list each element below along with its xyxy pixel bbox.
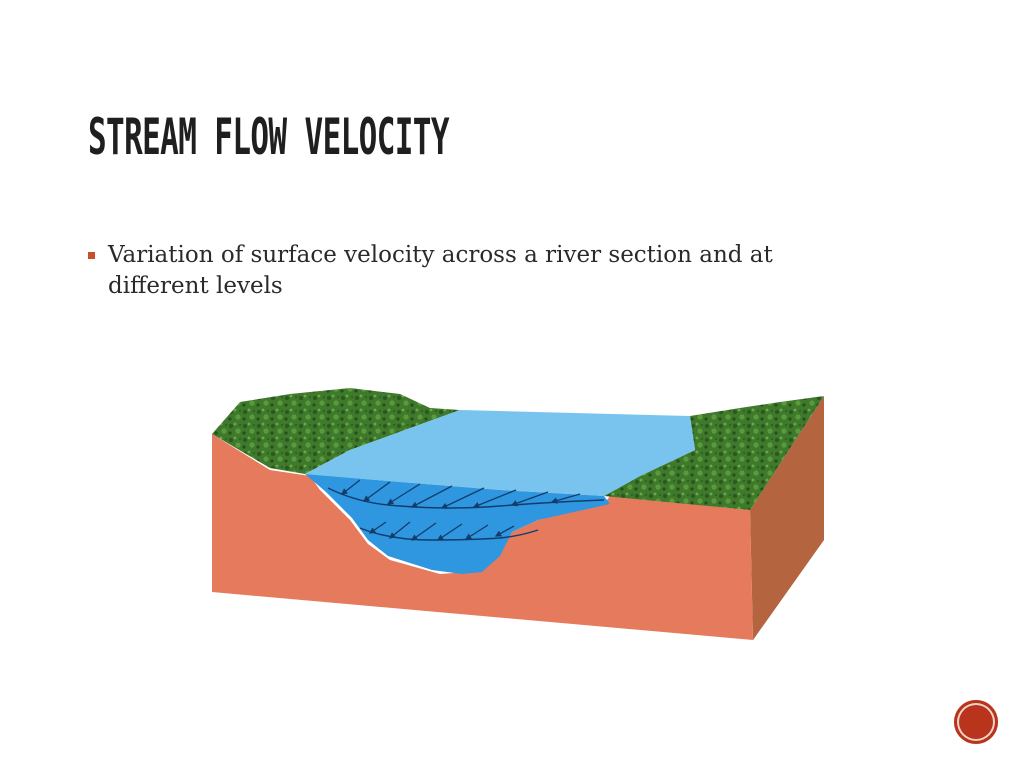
soil-side-face [750,396,824,640]
velocity-arrows-upper [340,479,581,509]
soil-front-face [212,434,753,640]
water-surface [305,410,695,496]
grass-left-bank [212,388,460,474]
circle-badge-icon [954,700,998,744]
velocity-arrows-lower [368,521,515,541]
bullet-text: Variation of surface velocity across a r… [108,242,773,299]
slide-title: STREAM FLOW VELOCITY [88,108,449,166]
square-bullet-icon [88,252,95,259]
bullet-list: Variation of surface velocity across a r… [86,240,866,302]
water-section [305,474,610,574]
bullet-item: Variation of surface velocity across a r… [86,240,866,302]
river-cross-section-diagram [212,388,824,640]
grass-right-bank [604,396,824,510]
